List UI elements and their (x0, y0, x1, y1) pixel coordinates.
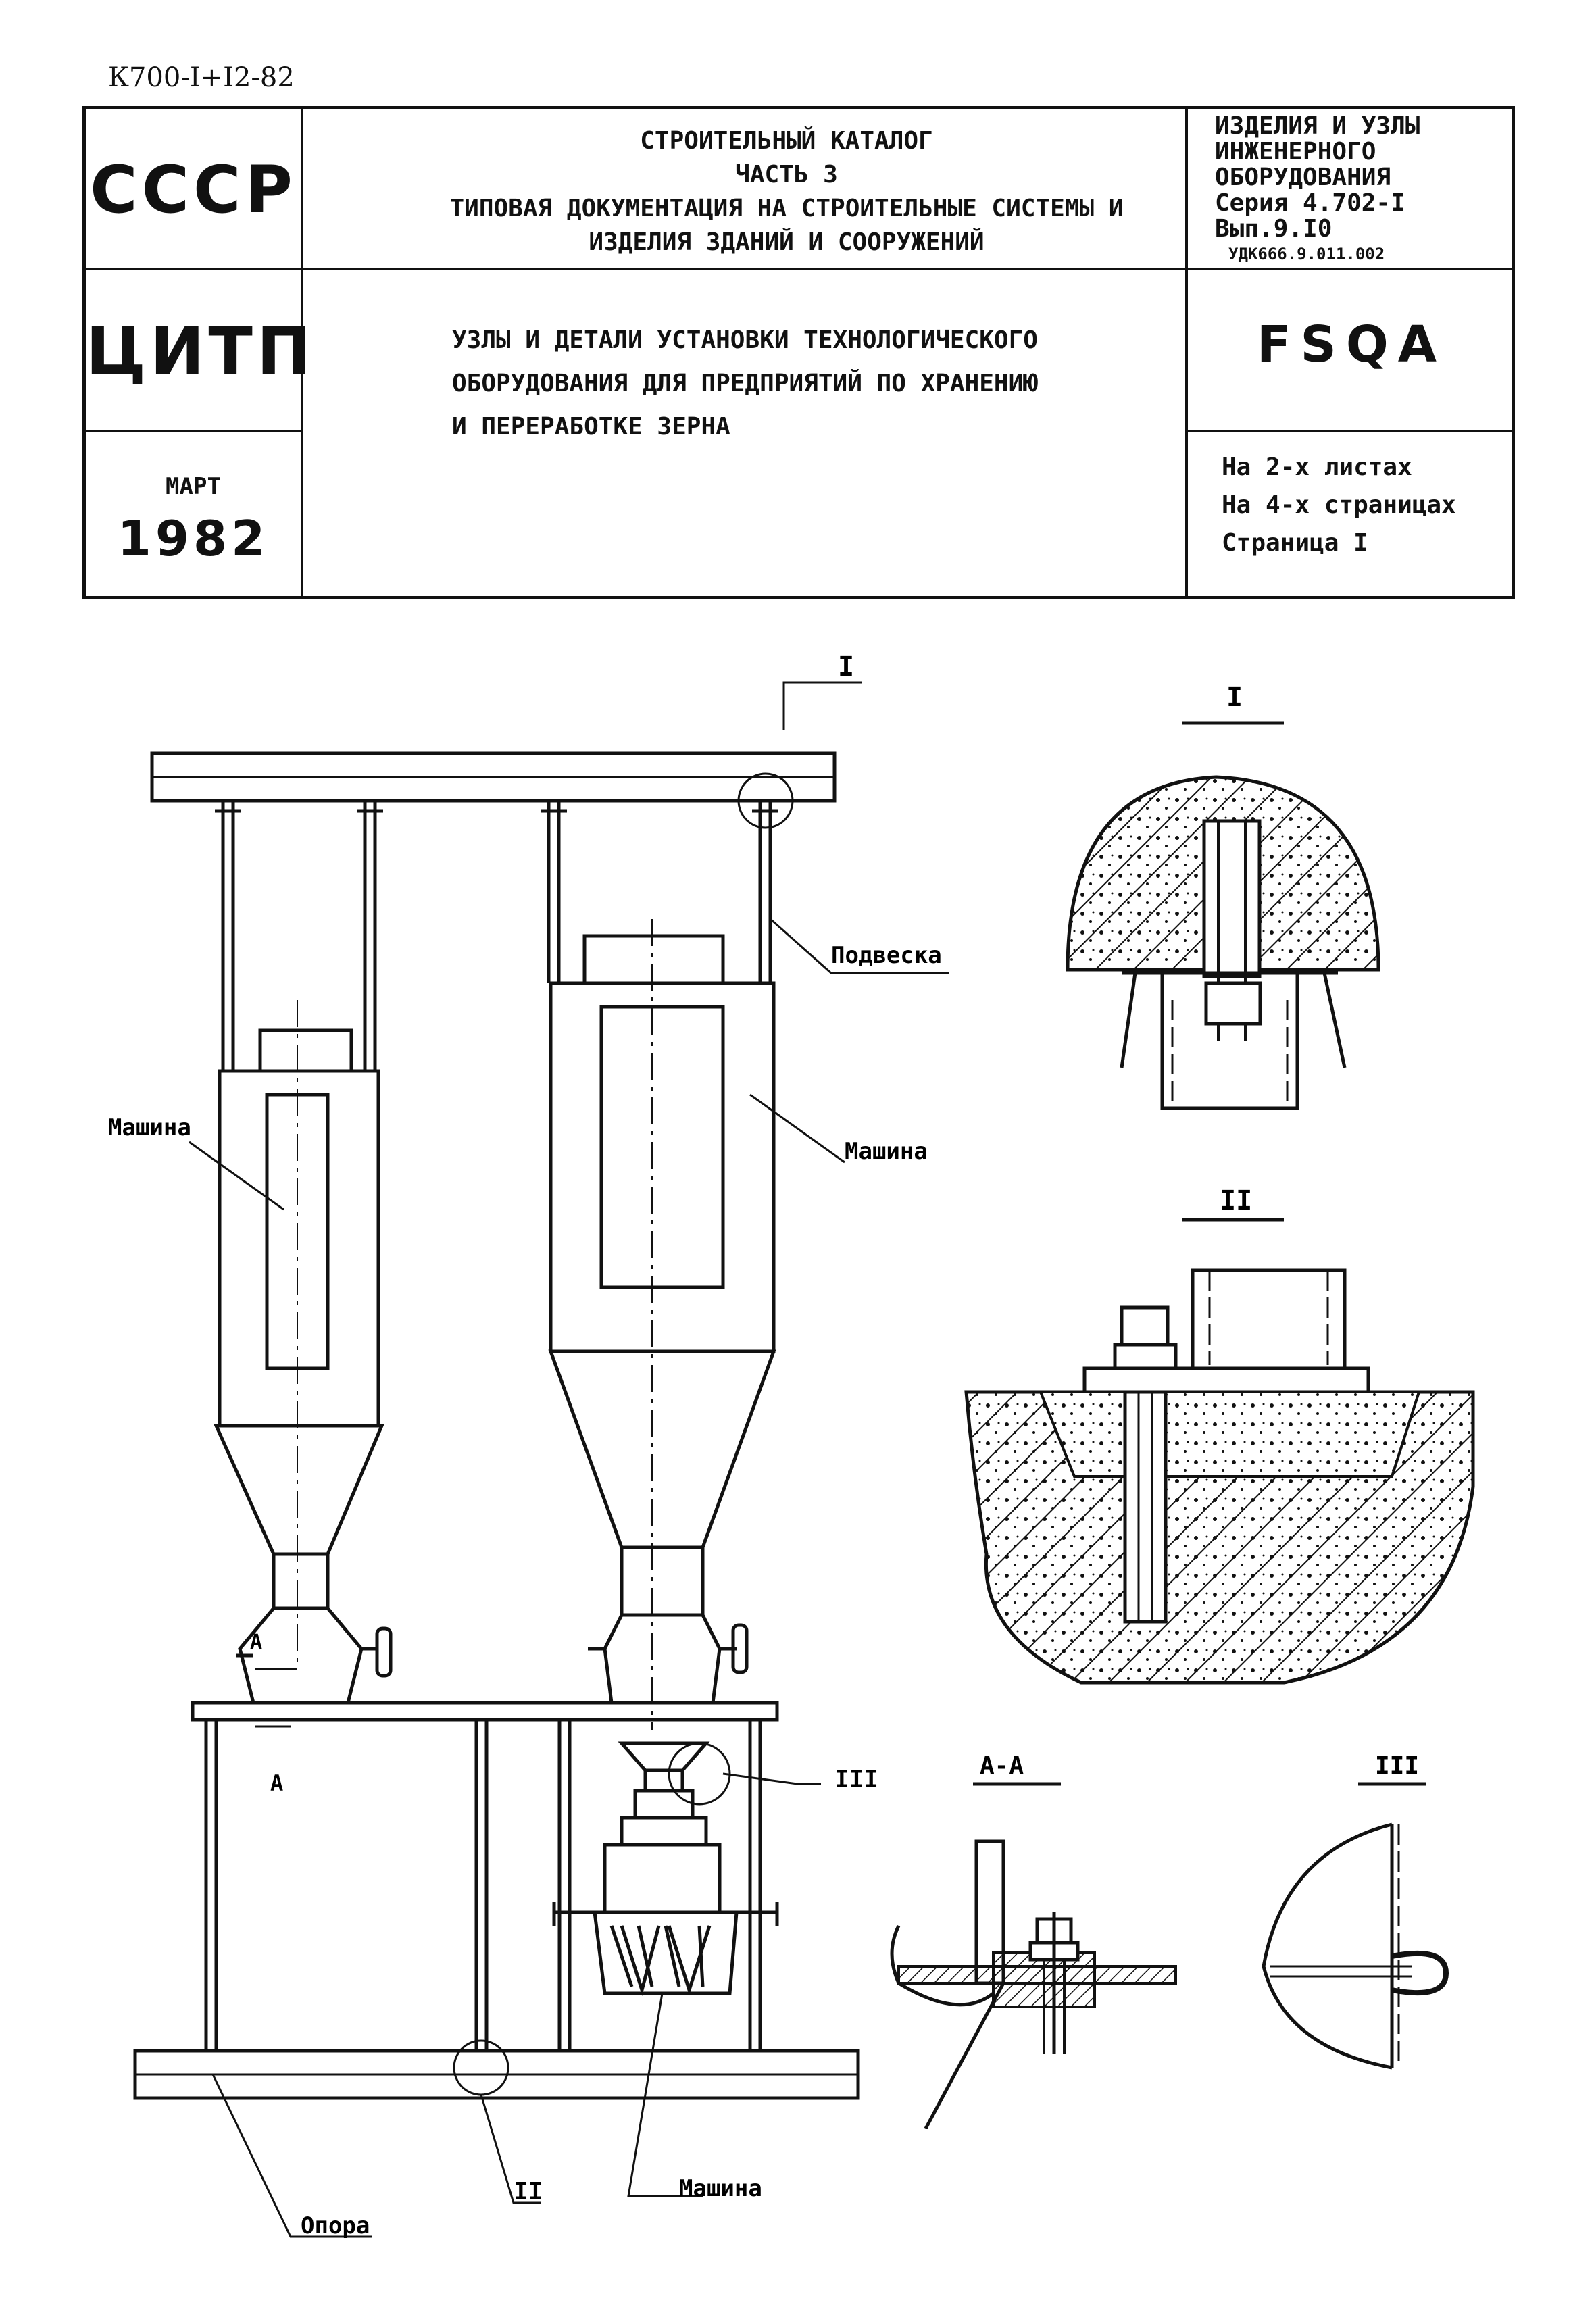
date-cell: МАРТ 1982 (86, 432, 303, 596)
month-label: МАРТ (166, 473, 221, 500)
series-line-2: ИНЖЕНЕРНОГО (1215, 138, 1376, 166)
title-cell: УЗЛЫ И ДЕТАЛИ УСТАНОВКИ ТЕХНОЛОГИЧЕСКОГО… (303, 270, 1270, 596)
country-label: СССР (90, 152, 297, 228)
suspension-rods (215, 801, 778, 1071)
catalog-line-3: ТИПОВАЯ ДОКУМЕНТАЦИЯ НА СТРОИТЕЛЬНЫЕ СИС… (449, 195, 1124, 222)
callout-label-II: II (514, 2178, 543, 2206)
detail-I-title: I (1226, 682, 1243, 713)
callout-label-I: I (838, 651, 854, 682)
leader-lines (189, 681, 949, 2238)
suspension-label: Подвеска (831, 942, 942, 969)
machine-label-left: Машина (108, 1114, 191, 1141)
pages-count: На 4-х страницах (1222, 491, 1456, 519)
support-legs (204, 1720, 762, 2051)
series-number: Серия 4.702-I (1215, 189, 1405, 217)
org-cell: ЦИТП (86, 270, 316, 432)
catalog-line-2: ЧАСТЬ 3 (735, 161, 838, 189)
sheets-count: На 2-х листах (1222, 453, 1412, 481)
machine-label-bottom: Машина (679, 2175, 762, 2202)
fsqa-stamp: FSQA (1256, 316, 1447, 374)
callout-circle-II (453, 2039, 509, 2096)
sheets-cell: На 2-х листах На 4-х страницах Страница … (1185, 432, 1515, 596)
title-line-3: И ПЕРЕРАБОТКЕ ЗЕРНА (452, 413, 730, 441)
series-line-3: ОБОРУДОВАНИЯ (1215, 164, 1391, 191)
series-cell: ИЗДЕЛИЯ И УЗЛЫ ИНЖЕНЕРНОГО ОБОРУДОВАНИЯ … (1185, 109, 1515, 270)
detail-III-title: III (1375, 1752, 1419, 1780)
right-machine (548, 919, 779, 1996)
udk-code: УДК666.9.011.002 (1228, 245, 1385, 264)
issue-number: Вып.9.I0 (1215, 215, 1332, 243)
document-code: К700-I+I2-82 (108, 62, 295, 93)
title-block: СССР ЦИТП МАРТ 1982 СТРОИТЕЛЬНЫЙ КАТАЛОГ… (82, 106, 1515, 599)
detail-I (1066, 721, 1380, 1110)
machine-label-right: Машина (845, 1138, 928, 1165)
section-A-A-title: А-А (980, 1752, 1024, 1780)
main-assembly (133, 681, 949, 2238)
section-arrow-label-bottom: A (270, 1770, 283, 1796)
section-arrow-label-top: A (250, 1631, 262, 1654)
catalog-line-1: СТРОИТЕЛЬНЫЙ КАТАЛОГ (640, 127, 933, 155)
callout-label-III: III (834, 1766, 878, 1793)
country-cell: СССР (86, 109, 303, 270)
detail-II (964, 1218, 1475, 1685)
section-A-A (890, 1782, 1177, 2130)
title-line-2: ОБОРУДОВАНИЯ ДЛЯ ПРЕДПРИЯТИЙ ПО ХРАНЕНИЮ (452, 370, 1038, 397)
callout-circle-I (737, 772, 794, 829)
org-label: ЦИТП (86, 314, 316, 389)
left-machine (214, 1000, 393, 1705)
page-number: Страница I (1222, 529, 1368, 557)
platform (191, 1701, 779, 1722)
title-line-1: УЗЛЫ И ДЕТАЛИ УСТАНОВКИ ТЕХНОЛОГИЧЕСКОГО (452, 326, 1038, 354)
support-label: Опора (301, 2212, 370, 2239)
stamp-cell: FSQA (1185, 270, 1515, 432)
detail-III (1262, 1782, 1449, 2070)
year-label: 1982 (117, 510, 270, 567)
series-line-1: ИЗДЕЛИЯ И УЗЛЫ (1215, 112, 1420, 140)
catalog-line-4: ИЗДЕЛИЯ ЗДАНИЙ И СООРУЖЕНИЙ (589, 228, 984, 256)
catalog-cell: СТРОИТЕЛЬНЫЙ КАТАЛОГ ЧАСТЬ 3 ТИПОВАЯ ДОК… (303, 109, 1270, 270)
detail-II-title: II (1220, 1185, 1252, 1216)
